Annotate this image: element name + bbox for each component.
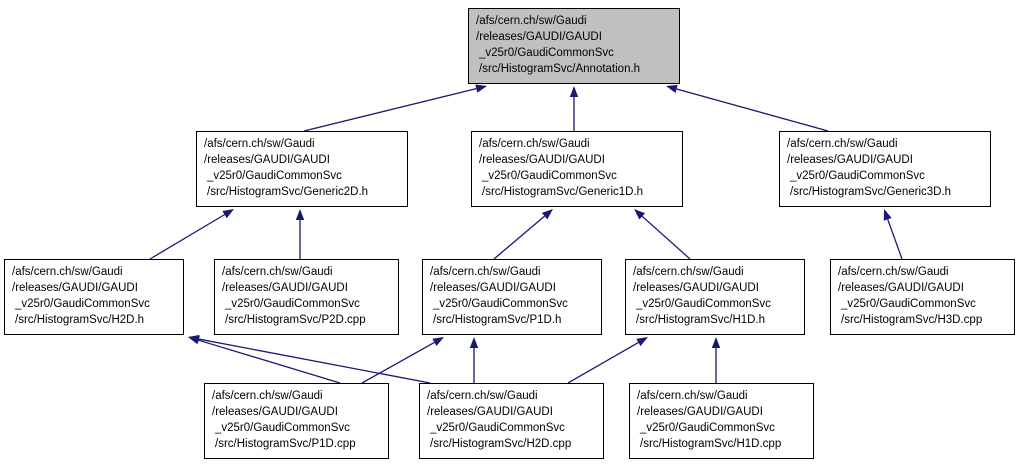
node-line: /afs/cern.ch/sw/Gaudi bbox=[479, 138, 590, 150]
node-line: /releases/GAUDI/GAUDI bbox=[427, 406, 553, 418]
node-line: /releases/GAUDI/GAUDI bbox=[430, 282, 556, 294]
node-line: /releases/GAUDI/GAUDI bbox=[204, 154, 330, 166]
node-line: /afs/cern.ch/sw/Gaudi bbox=[838, 266, 949, 278]
node-line: /releases/GAUDI/GAUDI bbox=[12, 282, 138, 294]
node-line: _v25r0/GaudiCommonSvc bbox=[482, 170, 617, 182]
node-line: _v25r0/GaudiCommonSvc bbox=[215, 422, 350, 434]
node-line: /src/HistogramSvc/H3D.cpp bbox=[841, 314, 983, 326]
node-h1d-cpp[interactable]: /afs/cern.ch/sw/Gaudi/releases/GAUDI/GAU… bbox=[629, 383, 814, 459]
edge-p1d-h-to-generic1d-h bbox=[493, 209, 553, 260]
node-line: /releases/GAUDI/GAUDI bbox=[838, 282, 964, 294]
node-line: _v25r0/GaudiCommonSvc bbox=[15, 298, 150, 310]
node-line: /releases/GAUDI/GAUDI bbox=[787, 154, 913, 166]
edge-p1d-cpp-to-p1d-h bbox=[361, 337, 444, 384]
node-line: /src/HistogramSvc/Generic3D.h bbox=[790, 186, 952, 198]
edge-h2d-cpp-to-h1d-h bbox=[567, 337, 648, 384]
node-annotation-h[interactable]: /afs/cern.ch/sw/Gaudi/releases/GAUDI/GAU… bbox=[468, 8, 680, 84]
node-line: _v25r0/GaudiCommonSvc bbox=[433, 298, 568, 310]
node-line: /afs/cern.ch/sw/Gaudi bbox=[212, 390, 323, 402]
edge-h2d-cpp-to-h2d-h bbox=[188, 334, 431, 384]
node-h2d-h[interactable]: /afs/cern.ch/sw/Gaudi/releases/GAUDI/GAU… bbox=[4, 259, 184, 335]
edge-p1d-cpp-to-h2d-h bbox=[188, 336, 341, 384]
node-line: /releases/GAUDI/GAUDI bbox=[633, 282, 759, 294]
node-line: /afs/cern.ch/sw/Gaudi bbox=[427, 390, 538, 402]
node-generic3d-h[interactable]: /afs/cern.ch/sw/Gaudi/releases/GAUDI/GAU… bbox=[779, 131, 991, 207]
node-line: _v25r0/GaudiCommonSvc bbox=[640, 422, 775, 434]
node-line: _v25r0/GaudiCommonSvc bbox=[636, 298, 771, 310]
node-generic1d-h[interactable]: /afs/cern.ch/sw/Gaudi/releases/GAUDI/GAU… bbox=[471, 131, 683, 207]
node-line: /releases/GAUDI/GAUDI bbox=[212, 406, 338, 418]
edge-generic1d-h-to-annotation-h bbox=[569, 86, 579, 131]
node-line: /afs/cern.ch/sw/Gaudi bbox=[476, 15, 587, 27]
node-p1d-h[interactable]: /afs/cern.ch/sw/Gaudi/releases/GAUDI/GAU… bbox=[422, 259, 602, 335]
node-h1d-h[interactable]: /afs/cern.ch/sw/Gaudi/releases/GAUDI/GAU… bbox=[625, 259, 805, 335]
node-line: _v25r0/GaudiCommonSvc bbox=[225, 298, 360, 310]
node-generic2d-h[interactable]: /afs/cern.ch/sw/Gaudi/releases/GAUDI/GAU… bbox=[196, 131, 408, 207]
node-line: /afs/cern.ch/sw/Gaudi bbox=[222, 266, 333, 278]
node-h2d-cpp[interactable]: /afs/cern.ch/sw/Gaudi/releases/GAUDI/GAU… bbox=[419, 383, 604, 459]
edge-generic2d-h-to-annotation-h bbox=[303, 84, 487, 132]
node-line: /releases/GAUDI/GAUDI bbox=[476, 31, 602, 43]
edge-h3d-cpp-to-generic3d-h bbox=[883, 209, 903, 260]
node-h3d-cpp[interactable]: /afs/cern.ch/sw/Gaudi/releases/GAUDI/GAU… bbox=[830, 259, 1015, 335]
node-line: /src/HistogramSvc/Annotation.h bbox=[479, 63, 641, 75]
node-line: _v25r0/GaudiCommonSvc bbox=[790, 170, 925, 182]
node-line: /afs/cern.ch/sw/Gaudi bbox=[637, 390, 748, 402]
node-line: /releases/GAUDI/GAUDI bbox=[479, 154, 605, 166]
node-line: _v25r0/GaudiCommonSvc bbox=[207, 170, 342, 182]
node-line: /src/HistogramSvc/H1D.h bbox=[636, 314, 766, 326]
node-p1d-cpp[interactable]: /afs/cern.ch/sw/Gaudi/releases/GAUDI/GAU… bbox=[204, 383, 389, 459]
edge-generic3d-h-to-annotation-h bbox=[666, 84, 829, 132]
node-line: /afs/cern.ch/sw/Gaudi bbox=[633, 266, 744, 278]
edge-p2d-cpp-to-generic2d-h bbox=[295, 209, 305, 259]
node-line: /releases/GAUDI/GAUDI bbox=[222, 282, 348, 294]
edge-h2d-h-to-generic2d-h bbox=[149, 209, 234, 260]
node-line: _v25r0/GaudiCommonSvc bbox=[430, 422, 565, 434]
node-line: /src/HistogramSvc/P1D.cpp bbox=[215, 438, 356, 450]
node-line: /afs/cern.ch/sw/Gaudi bbox=[12, 266, 123, 278]
node-line: /afs/cern.ch/sw/Gaudi bbox=[204, 138, 315, 150]
node-line: /src/HistogramSvc/H2D.cpp bbox=[430, 438, 572, 450]
node-line: /afs/cern.ch/sw/Gaudi bbox=[430, 266, 541, 278]
node-line: /src/HistogramSvc/H1D.cpp bbox=[640, 438, 782, 450]
node-line: /src/HistogramSvc/H2D.h bbox=[15, 314, 145, 326]
node-line: /src/HistogramSvc/Generic2D.h bbox=[207, 186, 369, 198]
node-line: _v25r0/GaudiCommonSvc bbox=[841, 298, 976, 310]
node-line: /releases/GAUDI/GAUDI bbox=[637, 406, 763, 418]
edge-h1d-h-to-generic1d-h bbox=[634, 209, 691, 260]
node-line: /afs/cern.ch/sw/Gaudi bbox=[787, 138, 898, 150]
node-line: /src/HistogramSvc/Generic1D.h bbox=[482, 186, 644, 198]
node-line: /src/HistogramSvc/P2D.cpp bbox=[225, 314, 366, 326]
edge-h1d-cpp-to-h1d-h bbox=[711, 337, 721, 383]
node-p2d-cpp[interactable]: /afs/cern.ch/sw/Gaudi/releases/GAUDI/GAU… bbox=[214, 259, 399, 335]
node-line: /src/HistogramSvc/P1D.h bbox=[433, 314, 562, 326]
node-line: _v25r0/GaudiCommonSvc bbox=[479, 47, 614, 59]
edge-h2d-cpp-to-p1d-h bbox=[469, 337, 479, 383]
